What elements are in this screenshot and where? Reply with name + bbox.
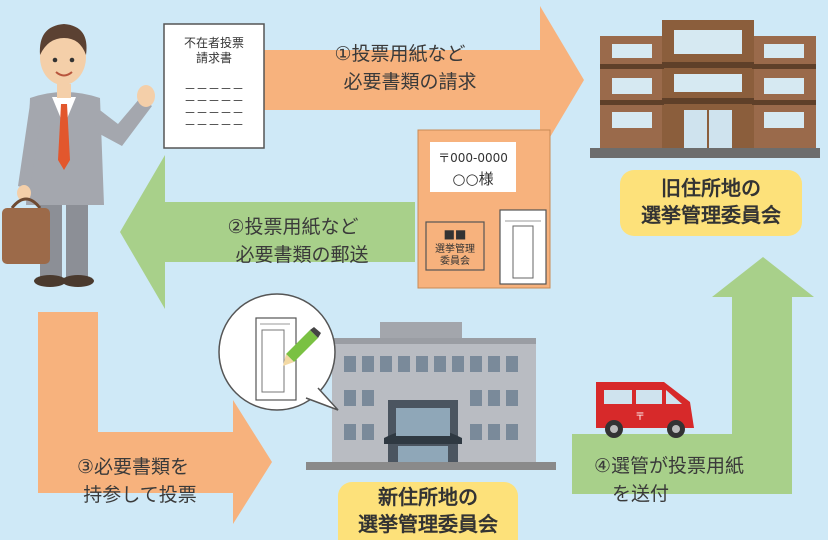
step4-label: ④選管が投票用紙 を送付 — [594, 452, 784, 508]
pencil-icon — [283, 327, 321, 366]
request-form-dash-line: －－－－－ — [184, 106, 244, 120]
old-office-line1: 旧住所地の — [661, 176, 761, 200]
request-form-dash-line: －－－－－ — [184, 94, 244, 108]
arrow-step3-bring — [38, 312, 272, 524]
step1-label: ①投票用紙など 必要書類の請求 — [300, 40, 500, 96]
envelope-addressee: ○○様 — [452, 170, 493, 188]
old-office-label: 旧住所地の 選挙管理委員会 — [620, 170, 802, 236]
step3-label: ③必要書類を 持参して投票 — [58, 453, 208, 509]
request-form-title-line2: 請求書 — [196, 51, 232, 65]
request-form-dash-line: －－－－－ — [184, 118, 244, 132]
old-office-building — [590, 20, 820, 158]
envelope-illustration: 〒000-0000 ○○様 ■■ 選挙管理 委員会 — [417, 129, 551, 289]
person-illustration — [2, 24, 155, 287]
envelope-sender-line2: 委員会 — [440, 254, 470, 267]
old-office-line2: 選挙管理委員会 — [641, 203, 781, 227]
step3-line2: 持参して投票 — [83, 484, 197, 506]
step4-line1: ④選管が投票用紙 — [594, 455, 745, 477]
arrow-step2-mail — [120, 155, 415, 309]
writing-bubble — [218, 293, 339, 411]
new-office-line2: 選挙管理委員会 — [358, 512, 498, 536]
post-van-illustration: 〒 — [596, 382, 694, 438]
step2-line1: ②投票用紙など — [227, 216, 359, 238]
new-office-line1: 新住所地の — [378, 485, 478, 509]
new-office-label: 新住所地の 選挙管理委員会 — [338, 482, 518, 540]
step2-line2: 必要書類の郵送 — [235, 244, 369, 266]
step1-line2: 必要書類の請求 — [343, 71, 477, 93]
step1-line1: ①投票用紙など — [334, 43, 466, 65]
request-form-document: 不在者投票 請求書 －－－－－ －－－－－ －－－－－ －－－－－ — [163, 23, 265, 149]
step4-line2: を送付 — [612, 483, 670, 505]
svg-text:〒: 〒 — [635, 412, 645, 423]
step3-line1: ③必要書類を — [76, 456, 190, 478]
envelope-marks: ■■ — [444, 227, 467, 241]
request-form-title-line1: 不在者投票 — [184, 35, 244, 50]
arrow-step4-send — [572, 257, 814, 494]
new-office-building — [306, 322, 556, 470]
envelope-sender-line1: 選挙管理 — [435, 242, 475, 255]
request-form-dash-line: －－－－－ — [184, 82, 244, 96]
step2-label: ②投票用紙など 必要書類の郵送 — [188, 213, 398, 269]
envelope-postal-code: 〒000-0000 — [438, 151, 508, 165]
arrow-step1-request — [255, 6, 584, 154]
